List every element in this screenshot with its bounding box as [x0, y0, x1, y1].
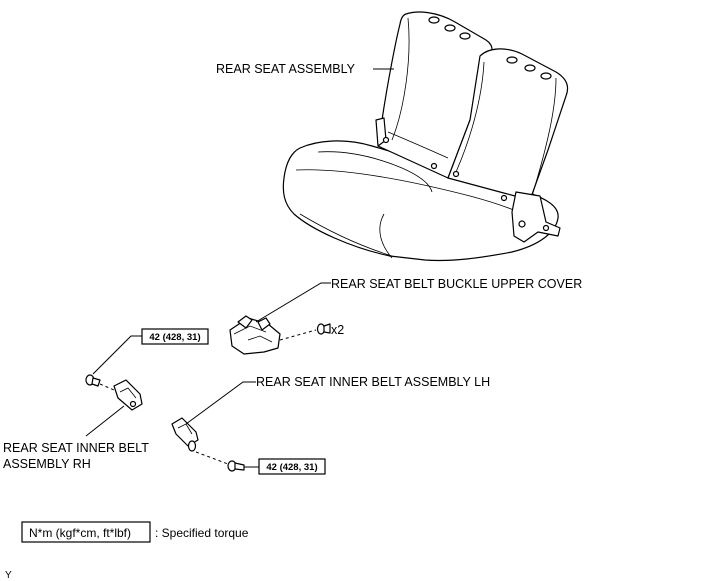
bolt-lh — [227, 460, 245, 472]
label-inner-belt-lh: REAR SEAT INNER BELT ASSEMBLY LH — [256, 375, 490, 389]
label-buckle-upper-cover: REAR SEAT BELT BUCKLE UPPER COVER — [331, 277, 582, 291]
torque-box-lh — [258, 458, 326, 475]
label-rear-seat-assembly: REAR SEAT ASSEMBLY — [216, 62, 356, 76]
inner-belt-rh — [113, 379, 143, 411]
screw-quantity: x2 — [331, 323, 344, 337]
seatback-right — [447, 48, 569, 201]
rear-seat-assembly — [282, 11, 569, 262]
legend-description: : Specified torque — [155, 526, 249, 540]
legend-unit-text: N*m (kgf*cm, ft*lbf) — [29, 526, 131, 540]
bolt-rh — [85, 374, 101, 387]
corner-mark: Y — [5, 570, 12, 581]
torque-value-rh: 42 (428, 31) — [149, 332, 200, 343]
torque-value-lh: 42 (428, 31) — [266, 462, 317, 473]
legend-unit-box — [21, 521, 151, 543]
inner-belt-lh — [171, 417, 199, 452]
label-inner-belt-rh-line2: ASSEMBLY RH — [3, 457, 91, 471]
buckle-upper-cover — [229, 315, 281, 355]
screw — [316, 323, 331, 335]
label-inner-belt-rh-line1: REAR SEAT INNER BELT — [3, 441, 149, 455]
